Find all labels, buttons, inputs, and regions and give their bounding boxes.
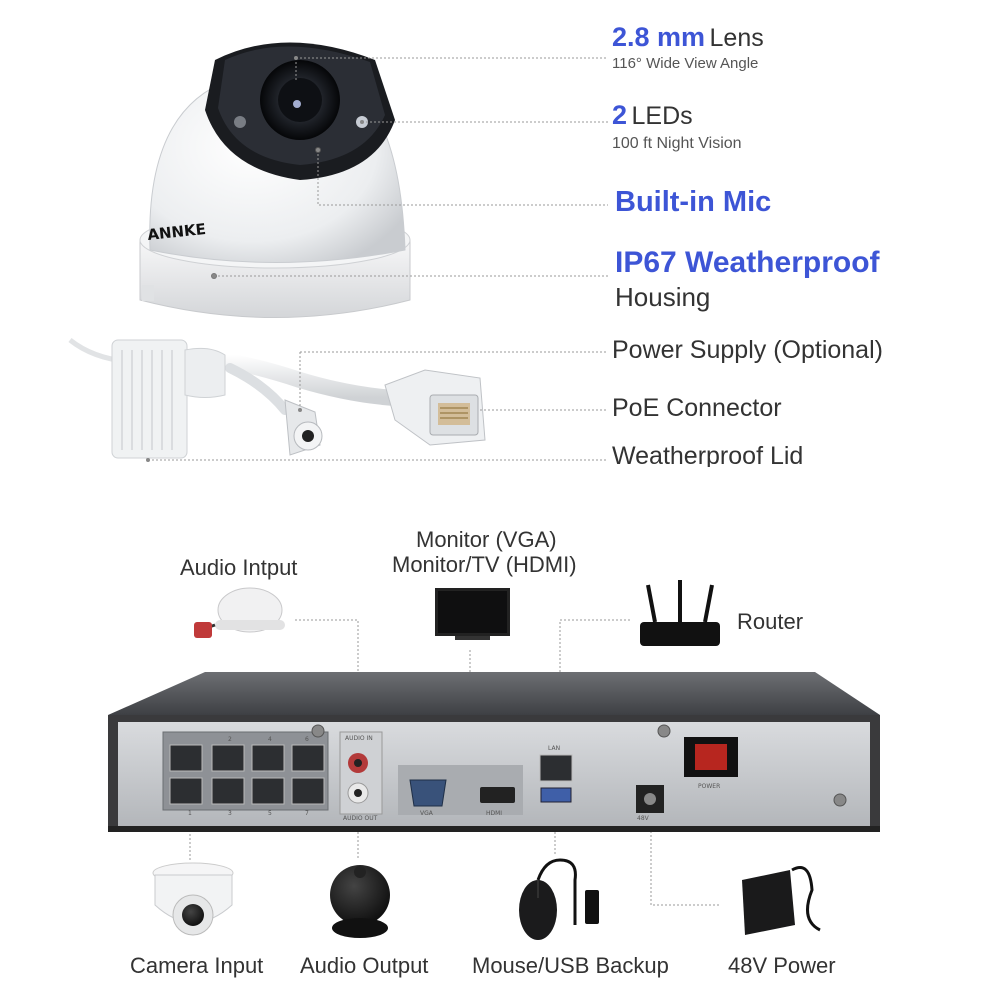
- svg-text:5: 5: [268, 810, 272, 817]
- power-switch-label: POWER: [698, 783, 720, 790]
- feature-poe: PoE Connector: [612, 394, 782, 422]
- lens-sub: 116° Wide View Angle: [612, 55, 759, 72]
- power-jack-icon: [284, 399, 323, 456]
- feature-power-supply: Power Supply (Optional): [612, 336, 883, 364]
- label-router: Router: [737, 609, 804, 634]
- camera-illustration: ANNKE: [68, 42, 608, 462]
- svg-text:6: 6: [305, 736, 309, 743]
- feature-lens: 2.8 mm Lens 116° Wide View Angle: [612, 22, 764, 72]
- leds-highlight: 2: [612, 100, 628, 130]
- feature-weatherproof: IP67 Weatherproof Housing: [615, 246, 880, 313]
- feature-leds: 2 LEDs 100 ft Night Vision: [612, 100, 742, 153]
- audio-in-label: AUDIO IN: [345, 735, 373, 742]
- leds-sub: 100 ft Night Vision: [612, 135, 742, 152]
- poe-connector-icon: [384, 369, 486, 446]
- label-audio-input: Audio Intput: [180, 555, 298, 580]
- svg-text:3: 3: [228, 810, 232, 817]
- svg-text:7: 7: [305, 810, 309, 817]
- lens-icon: [260, 60, 340, 140]
- feature-lid-clip: Weatherproof Lid: [612, 442, 912, 467]
- svg-text:4: 4: [268, 736, 272, 743]
- hdmi-label: HDMI: [486, 810, 502, 817]
- microphone-icon: [194, 587, 285, 638]
- speaker-icon: [330, 865, 390, 938]
- weatherproof-highlight: IP67 Weatherproof: [615, 246, 880, 279]
- vga-label: VGA: [420, 810, 434, 817]
- lens-label: Lens: [709, 24, 764, 52]
- led-icon: [234, 116, 368, 128]
- leader-dots: [146, 56, 364, 462]
- audio-jacks: AUDIO IN AUDIO OUT: [339, 731, 383, 822]
- feature-lid: Weatherproof Lid: [612, 442, 804, 467]
- svg-text:2: 2: [228, 736, 232, 743]
- video-ports: VGA HDMI: [398, 765, 523, 817]
- lan-label: LAN: [548, 745, 560, 752]
- power-adapter-icon: [742, 866, 821, 935]
- router-icon: [640, 580, 720, 646]
- leader-lines: [148, 57, 608, 461]
- dome-camera-icon: [152, 862, 234, 936]
- screws: [311, 724, 847, 807]
- lens-highlight: 2.8 mm: [612, 22, 706, 52]
- monitor-icon: [435, 588, 510, 640]
- poe-port-block: [162, 731, 329, 811]
- dc-label: 48V: [637, 815, 650, 822]
- mouse-icon: [519, 858, 599, 940]
- power-ports: 48V POWER: [636, 737, 738, 822]
- feature-mic: Built-in Mic: [615, 186, 772, 218]
- label-48v-power: 48V Power: [728, 953, 836, 978]
- weatherproof-label: Housing: [615, 282, 711, 312]
- label-camera-input: Camera Input: [130, 953, 264, 978]
- leds-label: LEDs: [631, 102, 693, 130]
- label-audio-output: Audio Output: [300, 953, 429, 978]
- weatherproof-lid-icon: [111, 339, 226, 459]
- label-mouse-usb: Mouse/USB Backup: [472, 953, 669, 978]
- audio-out-label: AUDIO OUT: [343, 815, 378, 822]
- lan-usb-ports: LAN: [539, 745, 573, 803]
- label-monitor-vga: Monitor (VGA): [416, 527, 557, 552]
- label-monitor-hdmi: Monitor/TV (HDMI): [392, 552, 577, 577]
- svg-text:1: 1: [188, 810, 192, 817]
- port-numbers: 2 4 6 1 3 5 7: [188, 736, 309, 817]
